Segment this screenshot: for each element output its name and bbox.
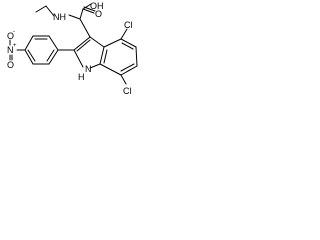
nitro-nitrogen-charge: +: [13, 43, 17, 49]
bond-ethyl-ch3-ch2: [35, 5, 47, 13]
bond-c3a-c7a: [99, 46, 105, 65]
bond-c4-c5: [120, 38, 137, 48]
bond-layer: [9, 3, 138, 85]
bond-alpha-carbon-carboxyl: [79, 8, 84, 20]
nitro-oxygen-top-charge: -: [13, 29, 15, 35]
chemical-structure-diagram: OH O NH Cl Cl N H N + O - O: [7, 1, 138, 96]
bond-carboxyl-hydroxyl: [82, 3, 92, 10]
bond-c3a-c7a-inner: [103, 49, 108, 64]
bond-carboxyl-double-o-a: [82, 8, 95, 14]
nitro-nitrogen-label: N: [7, 45, 14, 55]
bond-c2-c3: [73, 36, 91, 51]
indole-hydrogen-label: H: [78, 72, 85, 82]
bond-nh-alpha-carbon: [68, 14, 81, 20]
indole-nitrogen-label: N: [85, 64, 92, 74]
bond-phenyl-4-5: [24, 49, 34, 65]
nitro-oxygen-bottom-label: O: [7, 60, 14, 70]
bond-carboxyl-double-o-b: [83, 6, 96, 12]
bond-c6-c7-inner: [120, 63, 135, 72]
amine-nh-label: NH: [53, 12, 66, 22]
bond-phenyl-inner-b: [27, 49, 36, 62]
bond-c7a-n1: [89, 63, 101, 69]
bond-c4-cl: [120, 28, 128, 40]
chlorine-lower-label: Cl: [123, 86, 132, 96]
nitro-oxygen-top-label: O: [7, 31, 14, 41]
hydroxyl-label: OH: [90, 1, 104, 11]
bond-phenyl-inner-c: [46, 49, 55, 62]
bond-ethyl-ch2-nh: [45, 5, 55, 17]
bond-alpha-carbon-c3: [79, 18, 91, 38]
bond-c7-cl: [120, 74, 127, 85]
bond-c7-c7a: [99, 63, 122, 76]
bond-c6-c7: [120, 65, 138, 76]
bond-c4-c5-inner: [121, 42, 134, 50]
bond-phenyl-6-1: [48, 49, 59, 65]
atom-label-layer: OH O NH Cl Cl N H N + O - O: [7, 1, 133, 96]
bond-c5-c6: [135, 46, 138, 67]
chlorine-upper-label: Cl: [124, 20, 133, 30]
carbonyl-oxygen-label: O: [95, 9, 102, 19]
bond-c3a-c4: [103, 38, 122, 48]
bond-phenyl-1-2: [48, 35, 59, 51]
bond-c3-c3a: [89, 36, 105, 48]
bond-n1-c2: [73, 49, 84, 68]
bond-c2-c3-double: [76, 39, 91, 52]
bond-phenyl-3-4: [24, 35, 34, 51]
